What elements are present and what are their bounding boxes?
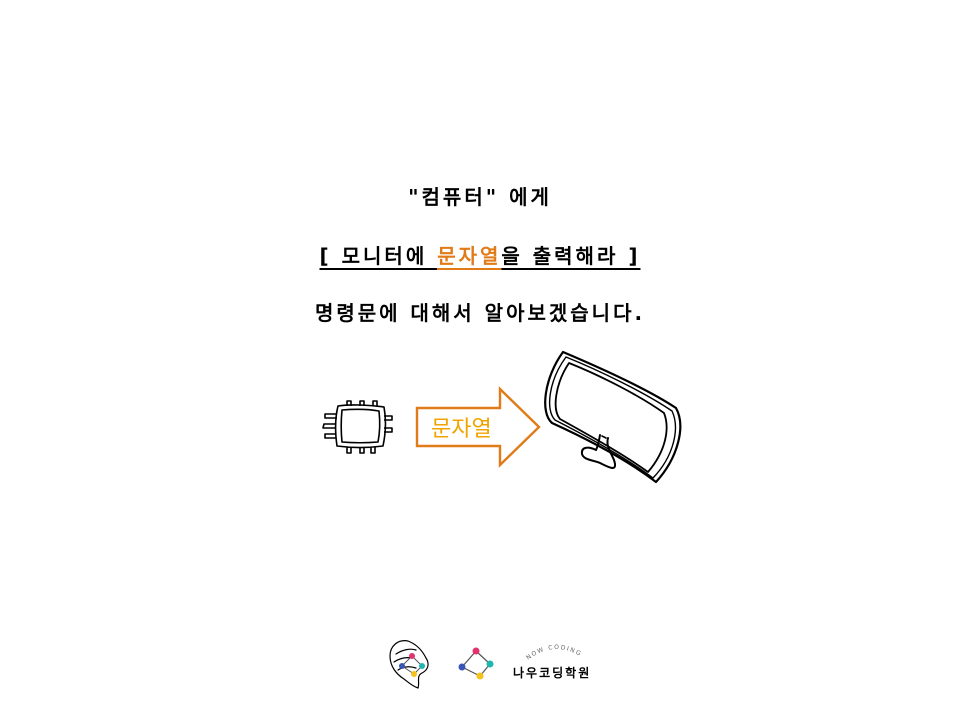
send-arrow-icon <box>415 386 541 468</box>
svg-text:NOW CODING: NOW CODING <box>525 644 583 662</box>
command-line: [ 모니터에 문자열을 출력해라 ] <box>0 240 960 269</box>
command-prefix: [ 모니터에 <box>319 244 438 268</box>
cpu-chip-icon <box>322 400 393 454</box>
network-mark-icon <box>458 647 494 680</box>
command-suffix: 을 출력해라 ] <box>501 244 641 268</box>
brand-arc-text: NOW CODING <box>525 644 583 662</box>
hand-network-logo-icon <box>389 640 429 689</box>
brand-korean: 나우코딩학원 <box>513 666 592 680</box>
intro-line: "컴퓨터" 에게 <box>408 185 552 209</box>
command-highlight: 문자열 <box>437 244 502 268</box>
arrow-label: 문자열 <box>431 417 492 442</box>
brand-english: NOW CODING <box>525 644 581 662</box>
topic-line: 명령문에 대해서 알아보겠습니다. <box>314 301 646 325</box>
monitor-icon <box>544 350 682 484</box>
